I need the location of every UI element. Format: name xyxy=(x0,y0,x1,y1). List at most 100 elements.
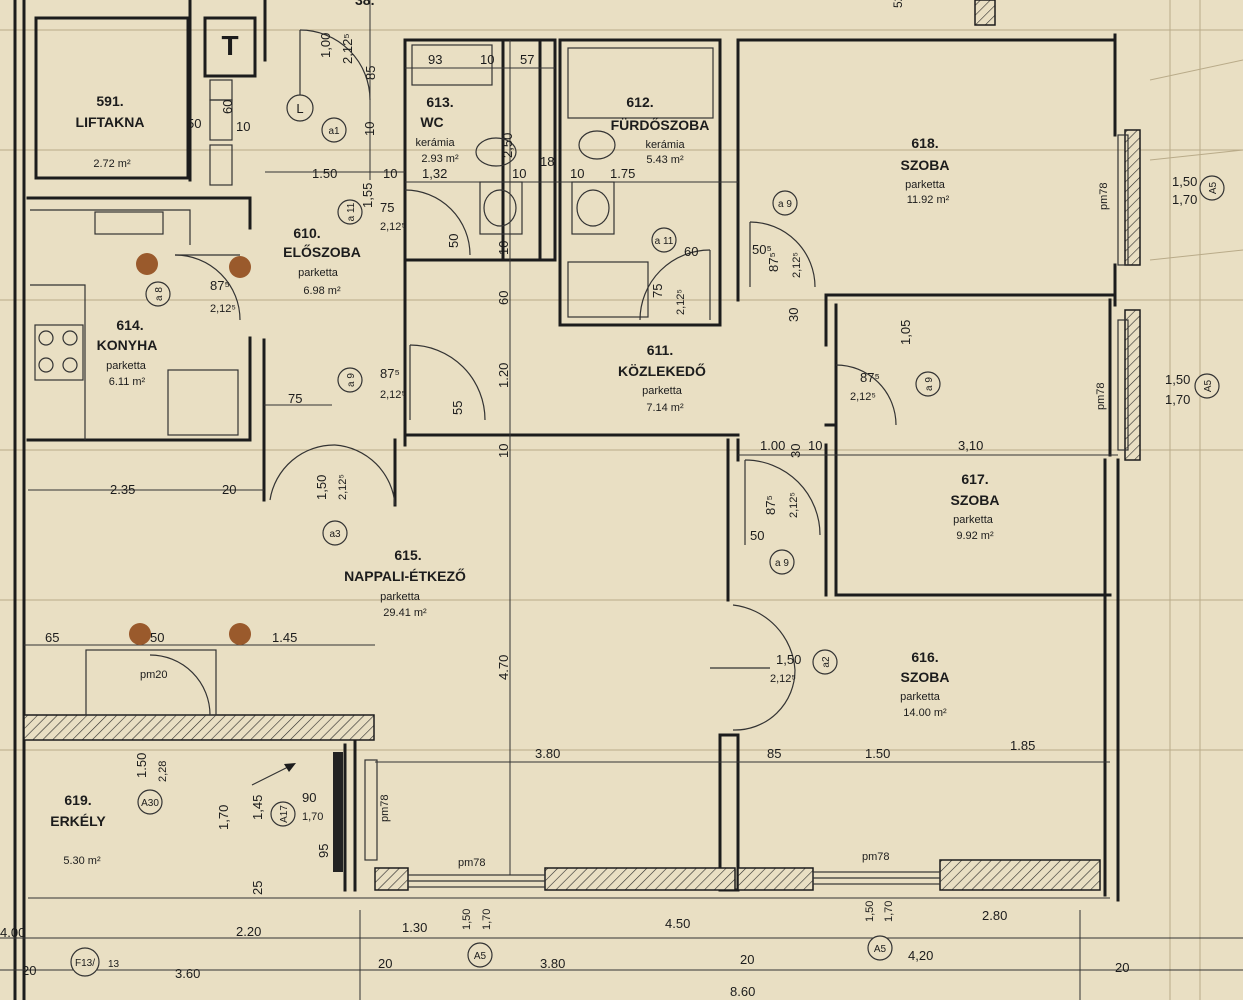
svg-text:1,70: 1,70 xyxy=(1165,392,1190,407)
punch-holes xyxy=(129,253,251,645)
svg-text:kerámia: kerámia xyxy=(645,139,685,151)
svg-text:13: 13 xyxy=(108,959,120,970)
svg-text:parketta: parketta xyxy=(642,385,683,397)
svg-text:20: 20 xyxy=(378,956,392,971)
svg-text:1.20: 1.20 xyxy=(496,363,511,388)
tag-A17: A17 xyxy=(270,801,296,827)
svg-text:10: 10 xyxy=(383,166,397,181)
svg-text:10: 10 xyxy=(480,52,494,67)
svg-text:10: 10 xyxy=(496,241,511,255)
tag-a9-610: a 9 xyxy=(337,367,363,393)
tag-a8: a 8 xyxy=(145,281,171,307)
tag-a2: a2 xyxy=(812,649,838,675)
svg-text:3.80: 3.80 xyxy=(535,746,560,761)
svg-text:2.35: 2.35 xyxy=(110,482,135,497)
svg-text:3,10: 3,10 xyxy=(958,438,983,453)
direction-arrow xyxy=(251,763,296,786)
svg-text:2,12⁵: 2,12⁵ xyxy=(337,474,349,500)
svg-text:2.20: 2.20 xyxy=(236,924,261,939)
svg-text:A5: A5 xyxy=(1208,181,1219,194)
room-591: 591. LIFTAKNA 2.72 m² xyxy=(76,93,145,170)
svg-text:A5: A5 xyxy=(1203,379,1214,392)
svg-text:50: 50 xyxy=(750,528,764,543)
svg-text:87⁵: 87⁵ xyxy=(380,366,400,381)
room-618: 618. SZOBA parketta 11.92 m² xyxy=(901,135,950,206)
svg-text:NAPPALI-ÉTKEZŐ: NAPPALI-ÉTKEZŐ xyxy=(344,567,466,584)
svg-text:1,70: 1,70 xyxy=(481,909,493,930)
tag-A5-bottom-right: A5 xyxy=(867,935,893,961)
svg-text:85: 85 xyxy=(363,66,378,80)
svg-text:95: 95 xyxy=(316,844,331,858)
top-partial-label: 38. xyxy=(355,0,374,8)
svg-text:10: 10 xyxy=(512,166,526,181)
svg-text:SZOBA: SZOBA xyxy=(901,669,950,685)
svg-text:10: 10 xyxy=(496,444,511,458)
svg-text:30: 30 xyxy=(786,308,801,322)
svg-text:4,20: 4,20 xyxy=(908,948,933,963)
svg-text:7.14 m²: 7.14 m² xyxy=(646,402,684,414)
svg-text:1,50: 1,50 xyxy=(864,901,876,922)
svg-text:SZOBA: SZOBA xyxy=(901,157,950,173)
svg-text:87⁵: 87⁵ xyxy=(766,252,781,272)
svg-text:a2: a2 xyxy=(821,656,832,668)
svg-text:a 8: a 8 xyxy=(154,287,165,301)
svg-text:50⁵: 50⁵ xyxy=(752,242,772,257)
tag-a9-617: a 9 xyxy=(915,371,941,397)
svg-text:1.30: 1.30 xyxy=(402,920,427,935)
svg-text:1,55: 1,55 xyxy=(360,183,375,208)
svg-text:50: 50 xyxy=(187,116,201,131)
tag-A30: A30 xyxy=(137,789,163,815)
svg-text:6.11 m²: 6.11 m² xyxy=(109,376,146,388)
tag-a11-bath: a 11 xyxy=(651,227,677,253)
svg-text:618.: 618. xyxy=(911,135,938,151)
svg-text:2.72 m²: 2.72 m² xyxy=(93,158,131,170)
svg-text:ELŐSZOBA: ELŐSZOBA xyxy=(283,243,361,260)
svg-text:1,50: 1,50 xyxy=(314,475,329,500)
svg-text:25: 25 xyxy=(250,881,265,895)
room-616: 616. SZOBA parketta 14.00 m² xyxy=(900,649,949,719)
tags: a1 a 11 a 8 a 9 a 11 a 9 a 9 a 9 a3 a2 a… xyxy=(70,117,1225,977)
svg-text:29.41 m²: 29.41 m² xyxy=(383,607,427,619)
svg-text:5.43 m²: 5.43 m² xyxy=(646,154,684,166)
svg-text:87⁵: 87⁵ xyxy=(860,370,880,385)
svg-text:57: 57 xyxy=(520,52,534,67)
svg-text:2,12⁵: 2,12⁵ xyxy=(791,252,803,278)
svg-text:87⁵: 87⁵ xyxy=(210,278,230,293)
svg-text:2.80: 2.80 xyxy=(982,908,1007,923)
svg-text:60: 60 xyxy=(684,244,698,259)
svg-text:4.00: 4.00 xyxy=(0,925,25,940)
l-symbol: L xyxy=(286,94,314,122)
room-613: 613. WC kerámia 2.93 m² xyxy=(415,94,459,165)
svg-text:20: 20 xyxy=(22,963,36,978)
svg-text:619.: 619. xyxy=(64,792,91,808)
svg-text:4.50: 4.50 xyxy=(665,916,690,931)
svg-text:pm78: pm78 xyxy=(1098,182,1110,210)
svg-text:1,70: 1,70 xyxy=(216,805,231,830)
doors xyxy=(149,29,897,731)
svg-text:SZOBA: SZOBA xyxy=(951,492,1000,508)
tag-a9-616: a 9 xyxy=(769,549,795,575)
svg-text:a1: a1 xyxy=(328,126,340,137)
svg-text:KÖZLEKEDŐ: KÖZLEKEDŐ xyxy=(618,362,706,379)
svg-text:pm20: pm20 xyxy=(140,669,168,681)
svg-text:1.45: 1.45 xyxy=(272,630,297,645)
hatched-walls xyxy=(23,0,1141,891)
svg-text:parketta: parketta xyxy=(953,514,994,526)
balcony-railing xyxy=(333,752,343,872)
svg-text:2,12⁵: 2,12⁵ xyxy=(850,391,876,403)
svg-text:14.00 m²: 14.00 m² xyxy=(903,707,947,719)
tag-a9-618: a 9 xyxy=(772,190,798,216)
svg-text:2,12⁵: 2,12⁵ xyxy=(675,289,687,315)
svg-text:a 9: a 9 xyxy=(778,199,792,210)
svg-text:10: 10 xyxy=(570,166,584,181)
t-shaft-symbol: T xyxy=(221,30,238,61)
svg-text:parketta: parketta xyxy=(905,179,946,191)
svg-text:60: 60 xyxy=(220,100,235,114)
svg-text:1.50: 1.50 xyxy=(865,746,890,761)
svg-text:ERKÉLY: ERKÉLY xyxy=(50,813,106,829)
svg-text:8.60: 8.60 xyxy=(730,984,755,999)
tag-A5-618: A5 xyxy=(1199,175,1225,201)
svg-text:50: 50 xyxy=(446,234,461,248)
svg-text:1,00: 1,00 xyxy=(318,33,333,58)
